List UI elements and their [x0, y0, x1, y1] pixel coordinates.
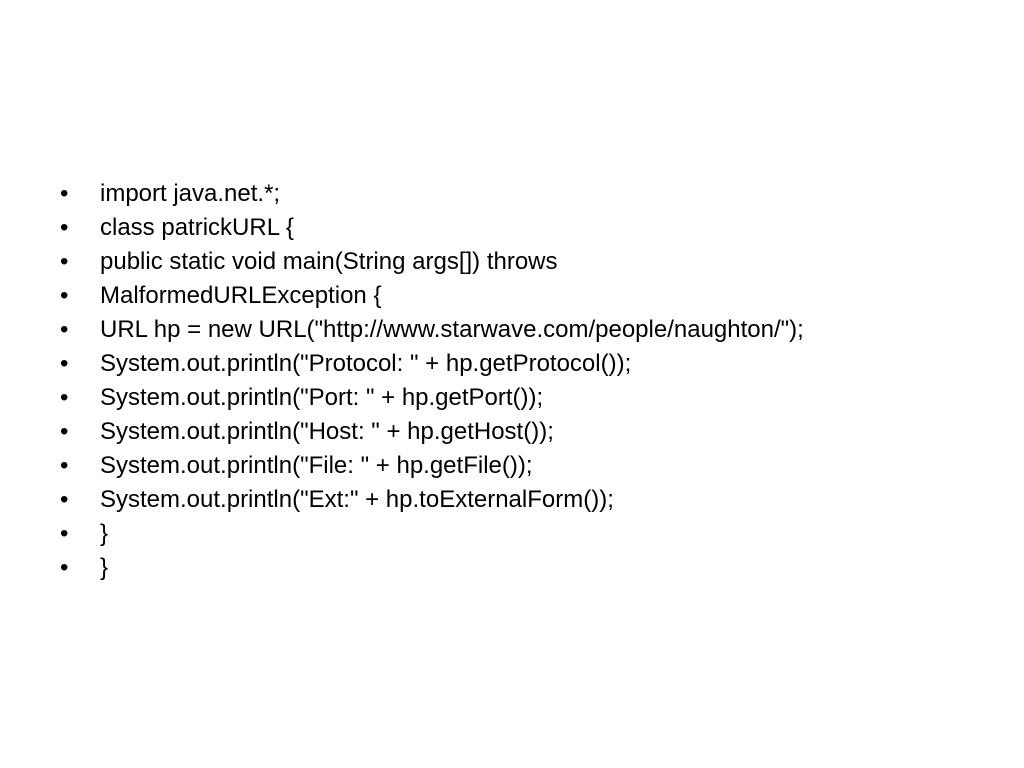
bullet-icon: • — [60, 248, 69, 275]
code-line-text: class patrickURL { — [100, 214, 294, 241]
bullet-icon: • — [60, 418, 69, 445]
code-line-text: System.out.println("Protocol: " + hp.get… — [100, 350, 632, 377]
code-line-text: System.out.println("File: " + hp.getFile… — [100, 452, 533, 479]
bullet-icon: • — [60, 350, 69, 377]
code-line-text: System.out.println("Host: " + hp.getHost… — [100, 418, 554, 445]
bullet-icon: • — [60, 486, 69, 513]
bullet-icon: • — [60, 316, 69, 343]
code-line-text: } — [100, 520, 109, 547]
code-line-text: System.out.println("Port: " + hp.getPort… — [100, 384, 544, 411]
bullet-icon: • — [60, 282, 69, 309]
bullet-icon: • — [60, 520, 69, 547]
code-line-text: MalformedURLException { — [100, 282, 382, 309]
code-line-text: import java.net.*; — [100, 180, 281, 207]
bullet-icon: • — [60, 452, 69, 479]
bullet-icon: • — [60, 554, 69, 581]
code-line-text: System.out.println("Ext:" + hp.toExterna… — [100, 486, 614, 513]
bullet-icon: • — [60, 180, 69, 207]
bullet-icon: • — [60, 214, 69, 241]
code-line-text: public static void main(String args[]) t… — [100, 248, 558, 275]
code-line-text: URL hp = new URL("http://www.starwave.co… — [100, 316, 804, 343]
bullet-icon: • — [60, 384, 69, 411]
code-line-text: } — [100, 554, 109, 581]
